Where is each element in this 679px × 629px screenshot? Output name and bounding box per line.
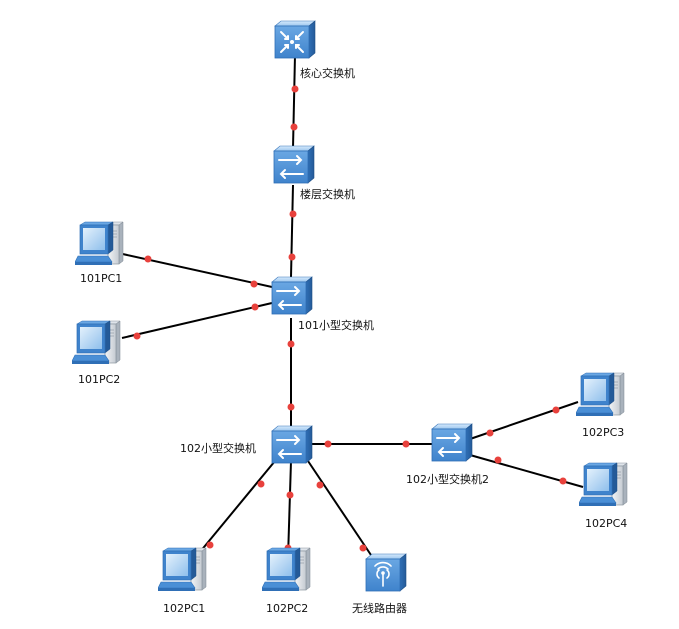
node-label: 101PC2 (78, 373, 120, 386)
pc-icon (72, 320, 121, 365)
node-101pc1[interactable]: 101PC1 (75, 221, 124, 285)
node-label: 102小型交换机2 (406, 472, 489, 486)
endpoint-dot (133, 332, 141, 340)
node-102pc2[interactable]: 102PC2 (262, 547, 311, 615)
node-label: 101小型交换机 (298, 318, 374, 332)
link-sw102b-pc102-3 (469, 401, 579, 440)
node-102-small-switch-2[interactable]: 102小型交换机2 (406, 423, 489, 486)
node-label: 101PC1 (80, 272, 122, 285)
node-102pc4[interactable]: 102PC4 (579, 462, 628, 530)
node-label: 无线路由器 (352, 601, 407, 615)
switch-icon (271, 276, 313, 315)
link-sw102-pc102-1 (194, 460, 276, 559)
endpoint-dot (316, 481, 324, 489)
node-102pc3[interactable]: 102PC3 (576, 372, 625, 439)
endpoint-dot (251, 303, 259, 311)
node-label: 楼层交换机 (300, 187, 355, 201)
node-102-small-switch[interactable]: 102小型交换机 (180, 425, 313, 464)
node-label: 102PC3 (582, 426, 624, 439)
endpoint-dot (288, 253, 296, 261)
link-sw102-pc102-2 (287, 460, 292, 559)
endpoint-dot (290, 123, 298, 131)
core-switch-icon (274, 20, 316, 59)
endpoint-dot (402, 440, 410, 448)
endpoint-dot (559, 477, 567, 485)
endpoint-dot (291, 85, 299, 93)
endpoint-dot (324, 440, 332, 448)
endpoint-dot (250, 280, 258, 288)
endpoint-dot (286, 491, 294, 499)
endpoint-dot (552, 406, 560, 414)
endpoint-dot (486, 429, 494, 437)
node-label: 102PC2 (266, 602, 308, 615)
link-sw102-router (307, 460, 374, 559)
node-floor-switch[interactable]: 楼层交换机 (273, 145, 355, 201)
links-layer (117, 54, 584, 559)
endpoint-dot (287, 340, 295, 348)
endpoint-dot (206, 541, 214, 549)
node-101pc2[interactable]: 101PC2 (72, 320, 121, 386)
switch-icon (273, 145, 315, 184)
link-pc101-2-sw101 (121, 302, 273, 339)
node-label: 102PC1 (163, 602, 205, 615)
node-wireless-router[interactable]: 无线路由器 (352, 553, 407, 615)
pc-icon (262, 547, 311, 592)
endpoint-dot (287, 403, 295, 411)
endpoint-dot (257, 480, 265, 488)
endpoint-dot (359, 544, 367, 552)
endpoint-dot (494, 456, 502, 464)
endpoint-dots (133, 85, 567, 552)
node-101-small-switch[interactable]: 101小型交换机 (271, 276, 374, 332)
pc-icon (158, 547, 207, 592)
switch-icon (271, 425, 313, 464)
endpoint-dot (289, 210, 297, 218)
node-label: 102小型交换机 (180, 441, 256, 455)
node-102pc1[interactable]: 102PC1 (158, 547, 207, 615)
node-core-switch[interactable]: 核心交换机 (274, 20, 355, 80)
link-floor-sw101 (290, 184, 294, 278)
node-label: 核心交换机 (300, 66, 355, 80)
pc-icon (579, 462, 628, 507)
switch-icon (431, 423, 473, 462)
wireless-router-icon (365, 553, 407, 592)
link-pc101-1-sw101 (117, 252, 273, 288)
pc-icon (576, 372, 625, 417)
endpoint-dot (144, 255, 152, 263)
node-label: 102PC4 (585, 517, 627, 530)
link-core-floor (292, 54, 296, 149)
pc-icon (75, 221, 124, 266)
